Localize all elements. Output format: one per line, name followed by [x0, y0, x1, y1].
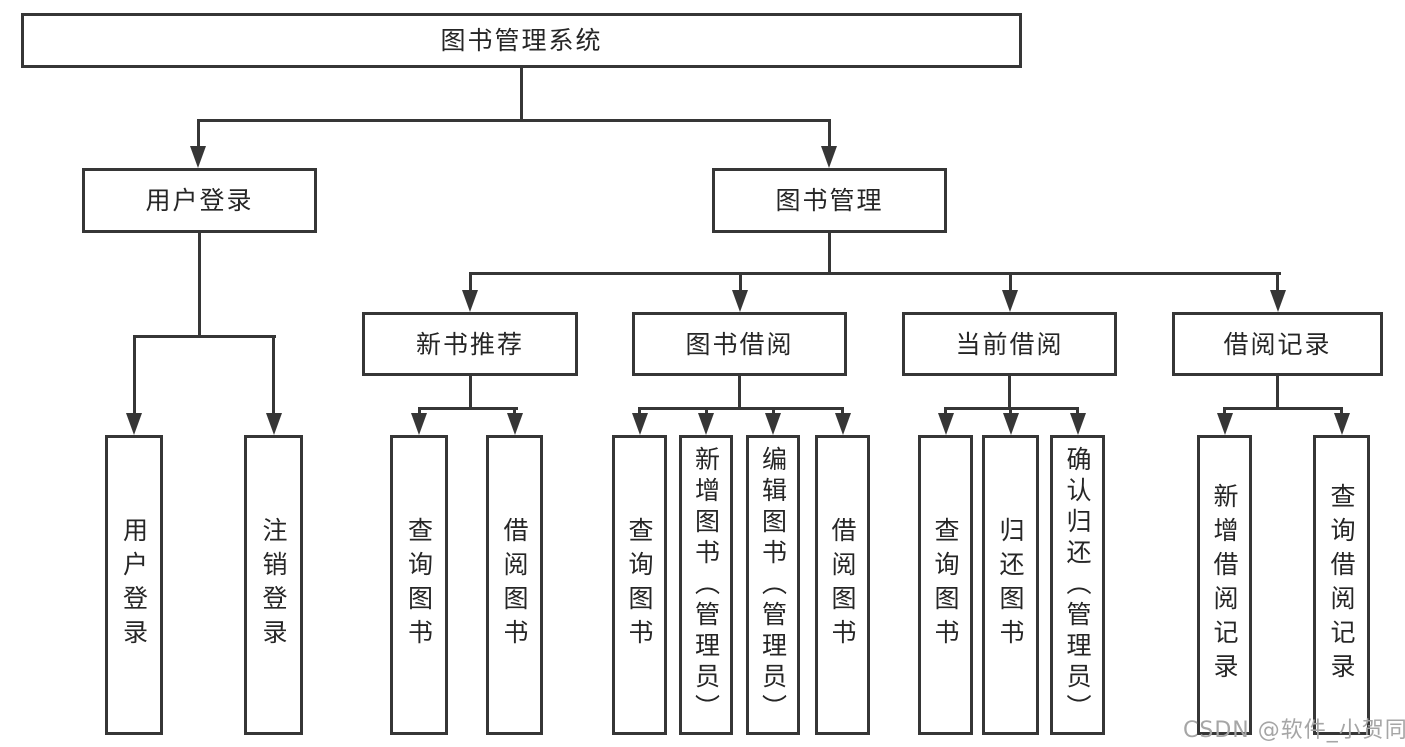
node-book-management: 图书管理	[712, 168, 947, 233]
connector-book-mgmt-split	[468, 271, 1281, 275]
arrowhead-borrow-query	[631, 413, 648, 435]
connector-records-stem	[1276, 376, 1279, 409]
leaf-borrow-borrow-books: 借阅图书	[815, 435, 870, 735]
connector-arrow-stem	[272, 336, 275, 414]
connector-arrow-stem	[196, 120, 200, 147]
connector-arrow-stem	[1223, 408, 1226, 414]
leaf-logout: 注销登录	[244, 435, 303, 735]
connector-arrow-stem	[841, 408, 844, 414]
arrowhead-new-book-recommend	[462, 290, 478, 312]
arrowhead-recommend-borrow	[506, 413, 523, 435]
node-label: 查询图书	[404, 517, 434, 653]
node-new-book-recommend: 新书推荐	[362, 312, 578, 376]
leaf-current-return-books: 归还图书	[982, 435, 1039, 735]
arrowhead-leaf-user-login	[126, 413, 142, 435]
node-borrow-records: 借阅记录	[1172, 312, 1383, 376]
connector-arrow-stem	[468, 273, 472, 291]
connector-user-login-split	[132, 334, 276, 338]
leaf-records-query-record: 查询借阅记录	[1313, 435, 1370, 735]
leaf-user-login: 用户登录	[105, 435, 163, 735]
arrowhead-leaf-logout	[265, 413, 282, 435]
arrowhead-current-query	[937, 413, 954, 435]
node-label: 编辑图书（管理员）	[758, 445, 788, 725]
node-label: 查询图书	[931, 517, 960, 653]
arrowhead-records-query	[1333, 413, 1350, 435]
csdn-watermark: CSDN @软件_小贺同学	[1183, 718, 1405, 743]
connector-arrow-stem	[638, 408, 641, 414]
leaf-recommend-borrow-books: 借阅图书	[486, 435, 543, 735]
node-label: 当前借阅	[955, 329, 1064, 359]
node-book-management-system: 图书管理系统	[21, 13, 1022, 68]
leaf-current-confirm-return-admin: 确认归还（管理员）	[1050, 435, 1105, 735]
leaf-borrow-add-books-admin: 新增图书（管理员）	[679, 435, 733, 735]
arrowhead-current-confirm	[1069, 413, 1086, 435]
connector-borrow-stem	[738, 376, 741, 409]
arrowhead-borrow-edit	[765, 413, 781, 435]
connector-arrow-stem	[1276, 273, 1279, 291]
node-label: 用户登录	[119, 517, 149, 653]
arrowhead-borrow-add	[698, 413, 714, 435]
connector-current-stem	[1008, 376, 1011, 409]
connector-arrow-stem	[132, 336, 136, 414]
connector-root-split	[196, 118, 831, 122]
leaf-records-add-record: 新增借阅记录	[1197, 435, 1252, 735]
connector-arrow-stem	[1009, 408, 1012, 414]
connector-borrow-split	[638, 406, 844, 410]
node-label: 借阅图书	[828, 517, 857, 653]
arrowhead-records-add	[1216, 413, 1233, 435]
connector-book-mgmt-stem	[828, 233, 831, 273]
node-label: 用户登录	[145, 186, 254, 215]
connector-recommend-split	[417, 406, 518, 410]
connector-arrow-stem	[1076, 408, 1079, 414]
node-label: 图书管理系统	[440, 26, 603, 55]
node-label: 查询借阅记录	[1327, 483, 1356, 687]
node-current-borrow: 当前借阅	[902, 312, 1117, 376]
leaf-borrow-query-books: 查询图书	[612, 435, 667, 735]
node-label: 借阅记录	[1223, 329, 1332, 359]
node-label: 新增图书（管理员）	[691, 445, 721, 725]
connector-recommend-stem	[468, 376, 472, 409]
connector-arrow-stem	[1008, 273, 1012, 291]
connector-root-stem	[520, 68, 523, 120]
connector-arrow-stem	[771, 408, 775, 414]
node-label: 注销登录	[259, 517, 288, 653]
connector-arrow-stem	[738, 273, 742, 291]
arrowhead-current-borrow	[1002, 290, 1018, 312]
arrowhead-borrow-records	[1269, 290, 1286, 312]
node-label: 新书推荐	[415, 329, 524, 359]
node-label: 图书借阅	[685, 329, 794, 359]
arrowhead-book-management	[821, 146, 837, 168]
arrowhead-user-login	[190, 146, 206, 168]
node-user-login: 用户登录	[82, 168, 317, 233]
leaf-borrow-edit-books-admin: 编辑图书（管理员）	[746, 435, 800, 735]
connector-arrow-stem	[513, 408, 516, 414]
connector-arrow-stem	[944, 408, 947, 414]
node-label: 图书管理	[775, 186, 884, 215]
node-book-borrow: 图书借阅	[632, 312, 847, 376]
node-label: 借阅图书	[500, 517, 529, 653]
arrowhead-book-borrow	[732, 290, 748, 312]
connector-records-split	[1223, 406, 1343, 410]
connector-arrow-stem	[417, 408, 421, 414]
arrowhead-current-return	[1002, 413, 1019, 435]
connector-user-login-stem	[197, 233, 201, 336]
node-label: 归还图书	[996, 517, 1025, 653]
node-label: 确认归还（管理员）	[1063, 445, 1092, 725]
connector-arrow-stem	[704, 408, 708, 414]
connector-arrow-stem	[827, 120, 831, 147]
node-label: 查询图书	[625, 517, 654, 653]
arrowhead-recommend-query	[411, 413, 427, 435]
node-label: 新增借阅记录	[1210, 483, 1239, 687]
leaf-current-query-books: 查询图书	[918, 435, 973, 735]
leaf-recommend-query-books: 查询图书	[390, 435, 448, 735]
arrowhead-borrow-borrow	[834, 413, 851, 435]
connector-arrow-stem	[1340, 408, 1343, 414]
